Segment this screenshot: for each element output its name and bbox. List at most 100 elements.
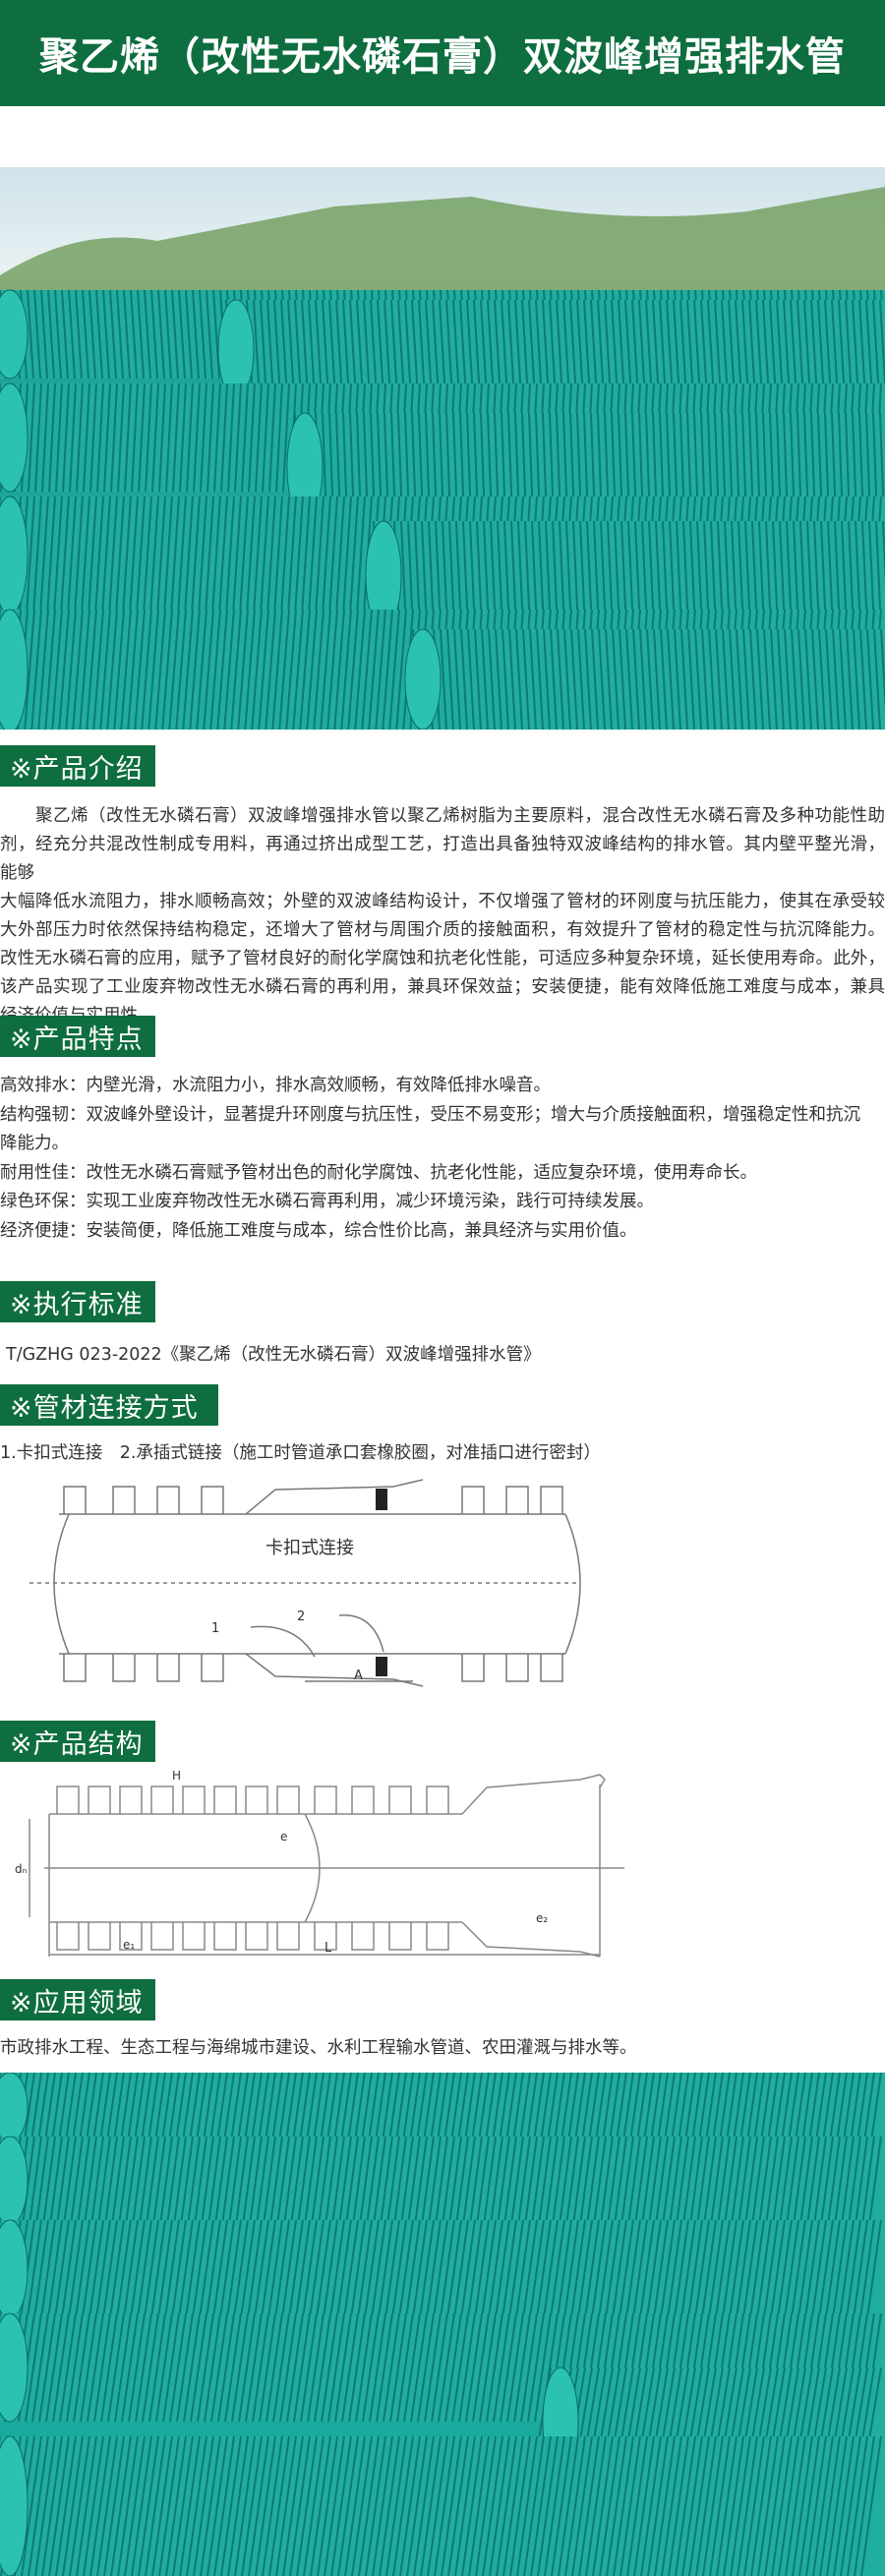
pipe-corrugation	[369, 2313, 386, 2423]
pipe-corrugation	[306, 2073, 318, 2142]
pipe-corrugation	[336, 2219, 352, 2319]
pipe-corrugation	[260, 496, 269, 615]
pipe-corrugation	[380, 2136, 393, 2226]
pipe-corrugation	[275, 382, 283, 493]
pipe-corrugation	[58, 2073, 70, 2142]
pipe-corrugation	[25, 2313, 42, 2423]
pipe-corrugation	[510, 2136, 524, 2226]
pipe-corrugation	[712, 2073, 724, 2142]
corrugation-tooth	[388, 1922, 412, 1951]
pipe-corrugation	[383, 2313, 400, 2423]
pipe-corrugation	[361, 2073, 373, 2142]
pipe-corrugation	[54, 289, 62, 380]
corrugation-tooth	[540, 1486, 563, 1514]
pipe-end	[0, 2313, 29, 2423]
pipe-corrugation	[171, 289, 179, 380]
pipe-corrugation	[34, 2435, 56, 2576]
pipe-corrugation	[870, 2073, 882, 2142]
feature-text: 改性无水磷石膏赋予管材出色的耐化学腐蚀、抗老化性能，适应复杂环境，使用寿命长。	[86, 1162, 758, 1183]
pipe-corrugation	[122, 496, 132, 615]
pipe-corrugation	[592, 2435, 614, 2576]
feature-label: 经济便捷：	[0, 1220, 87, 1241]
pipe-corrugation	[372, 2435, 393, 2576]
pipe-corrugation	[206, 382, 214, 493]
pipe-end	[0, 289, 29, 380]
pipe-corrugation	[220, 2435, 242, 2576]
pipe-corrugation	[395, 609, 407, 730]
pipe-corrugation	[646, 2219, 662, 2319]
pipe-corrugation	[113, 2073, 125, 2142]
pipe-corrugation	[728, 299, 736, 399]
pipe-corrugation	[657, 2073, 669, 2142]
pipe-corrugation	[83, 2435, 104, 2576]
pipe-corrugation	[132, 2136, 146, 2226]
pipe-corrugation	[777, 628, 785, 730]
pipe-corrugation	[427, 2435, 448, 2576]
pipe-corrugation	[129, 496, 139, 615]
pipe-corrugation	[563, 628, 571, 730]
pipe-corrugation	[287, 496, 297, 615]
pipe-corrugation	[784, 2219, 799, 2319]
pipe-corrugation	[519, 2073, 531, 2142]
pipe-corrugation	[154, 2073, 166, 2142]
pipe-corrugation	[292, 2073, 304, 2142]
pipe-corrugation	[185, 289, 193, 380]
pipe-corrugation	[487, 299, 495, 399]
pipe-corrugation	[118, 2136, 132, 2226]
pipe-corrugation	[266, 496, 276, 615]
pipe-corrugation	[726, 2073, 738, 2142]
pipe-corrugation	[227, 382, 235, 493]
pipe-corrugation	[579, 2136, 593, 2226]
pipe-corrugation	[358, 2435, 380, 2576]
pipe-corrugation	[41, 2435, 63, 2576]
pipe-corrugation	[271, 2073, 283, 2142]
pipe-corrugation	[269, 2136, 283, 2226]
pipe-corrugation	[193, 382, 201, 493]
application-photo-pipes	[0, 2073, 885, 2576]
pipe-corrugation	[743, 2435, 765, 2576]
pipe-corrugation	[333, 609, 345, 730]
pipe-corrugation	[488, 628, 496, 730]
pipe-corrugation	[317, 2435, 338, 2576]
pipe-corrugation	[203, 2073, 214, 2142]
pipe-corrugation	[572, 2136, 586, 2226]
pipe-corrugation	[468, 2435, 490, 2576]
pipe-corrugation	[866, 2219, 882, 2319]
feature-item: 绿色环保：实现工业废弃物改性无水磷石膏再利用，减少环境污染，践行可持续发展。	[0, 1188, 885, 1215]
pipe-corrugation	[729, 628, 737, 730]
pipe-corrugation	[186, 2435, 207, 2576]
pipe-corrugation	[235, 2136, 249, 2226]
pipe-corrugation	[258, 2073, 269, 2142]
pipe-corrugation	[464, 2073, 476, 2142]
pipe-corrugation	[616, 2073, 627, 2142]
pipe-corrugation	[550, 628, 558, 730]
pipe-corrugation	[591, 2219, 607, 2319]
pipe-corrugation	[763, 628, 771, 730]
pipe-corrugation	[694, 2219, 710, 2319]
pipe-corrugation	[282, 382, 290, 493]
pipe-corrugation	[359, 2136, 373, 2226]
pipe-corrugation	[544, 2435, 565, 2576]
pipe-corrugation	[480, 299, 488, 399]
pipe-corrugation	[187, 2136, 201, 2226]
page-title: 聚乙烯（改性无水磷石膏）双波峰增强排水管	[0, 0, 885, 106]
pipe-corrugation	[102, 289, 110, 380]
pipe-corrugation	[529, 2219, 545, 2319]
pipe-corrugation	[818, 2219, 834, 2319]
corrugation-tooth	[112, 1654, 136, 1682]
pipe-corrugation	[416, 2073, 428, 2142]
pipe-corrugation	[520, 2313, 538, 2423]
pipe-corrugation	[407, 2136, 421, 2226]
pipe-corrugation	[116, 289, 124, 380]
pipe-corrugation	[859, 2219, 875, 2319]
pipe-corrugation	[805, 2435, 827, 2576]
pipe-corrugation	[227, 2435, 249, 2576]
pipe-corrugation	[748, 299, 756, 399]
pipe-corrugation	[625, 628, 633, 730]
pipe-corrugation	[452, 299, 460, 399]
pipe-corrugation	[134, 609, 146, 730]
pipe-corrugation	[492, 2073, 503, 2142]
pipe-corrugation	[428, 2136, 442, 2226]
pipe-corrugation	[203, 609, 214, 730]
corrugation-tooth	[56, 1922, 80, 1951]
